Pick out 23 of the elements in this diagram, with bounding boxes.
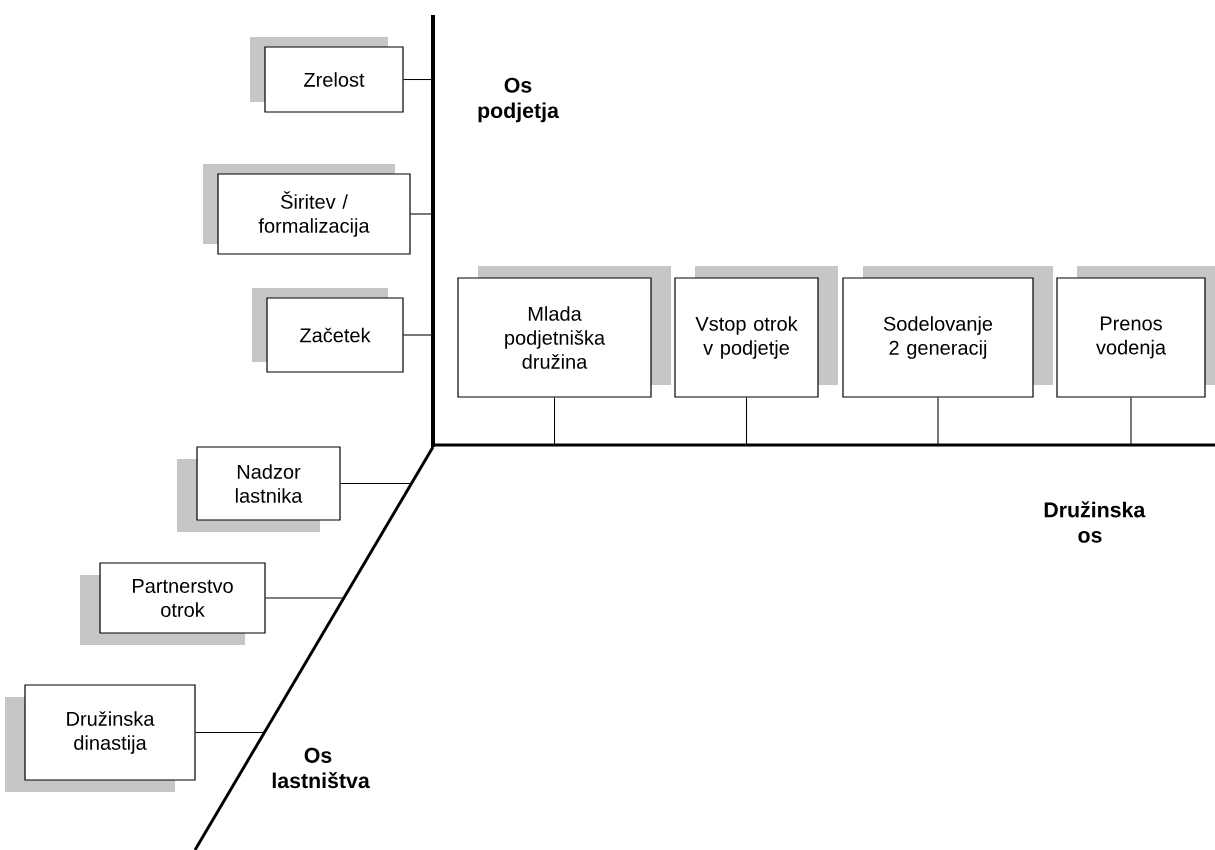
stage-box: Prenos vodenja: [1056, 266, 1215, 398]
connector-line: [340, 482, 412, 485]
axis-label: Os podjetja: [478, 77, 560, 123]
axis-label: Družinska os: [1044, 501, 1146, 543]
connector-line: [745, 397, 748, 446]
connector-line: [553, 397, 556, 446]
connector-line: [403, 78, 434, 81]
stage-box: Začetek: [252, 288, 404, 373]
stage-box: Širitev / formalizacija: [203, 164, 411, 255]
stage-box: Vstop otrok v podjetje: [674, 266, 838, 398]
connector-line: [265, 597, 345, 599]
stage-box: Nadzor lastnika: [177, 446, 341, 532]
connector-line: [403, 334, 434, 336]
connector-line: [937, 397, 939, 446]
stage-box: Mlada podjetniška družina: [457, 266, 671, 398]
stage-box: Sodelovanje 2 generacij: [842, 266, 1053, 398]
connector-line: [195, 731, 265, 734]
stage-box: Zrelost: [250, 37, 404, 113]
connector-line: [1130, 397, 1132, 446]
stage-box: Družinska dinastija: [5, 684, 196, 792]
axis-label: Os lastništva: [272, 747, 370, 789]
stage-box: Partnerstvo otrok: [80, 562, 266, 645]
connector-line: [410, 213, 434, 215]
